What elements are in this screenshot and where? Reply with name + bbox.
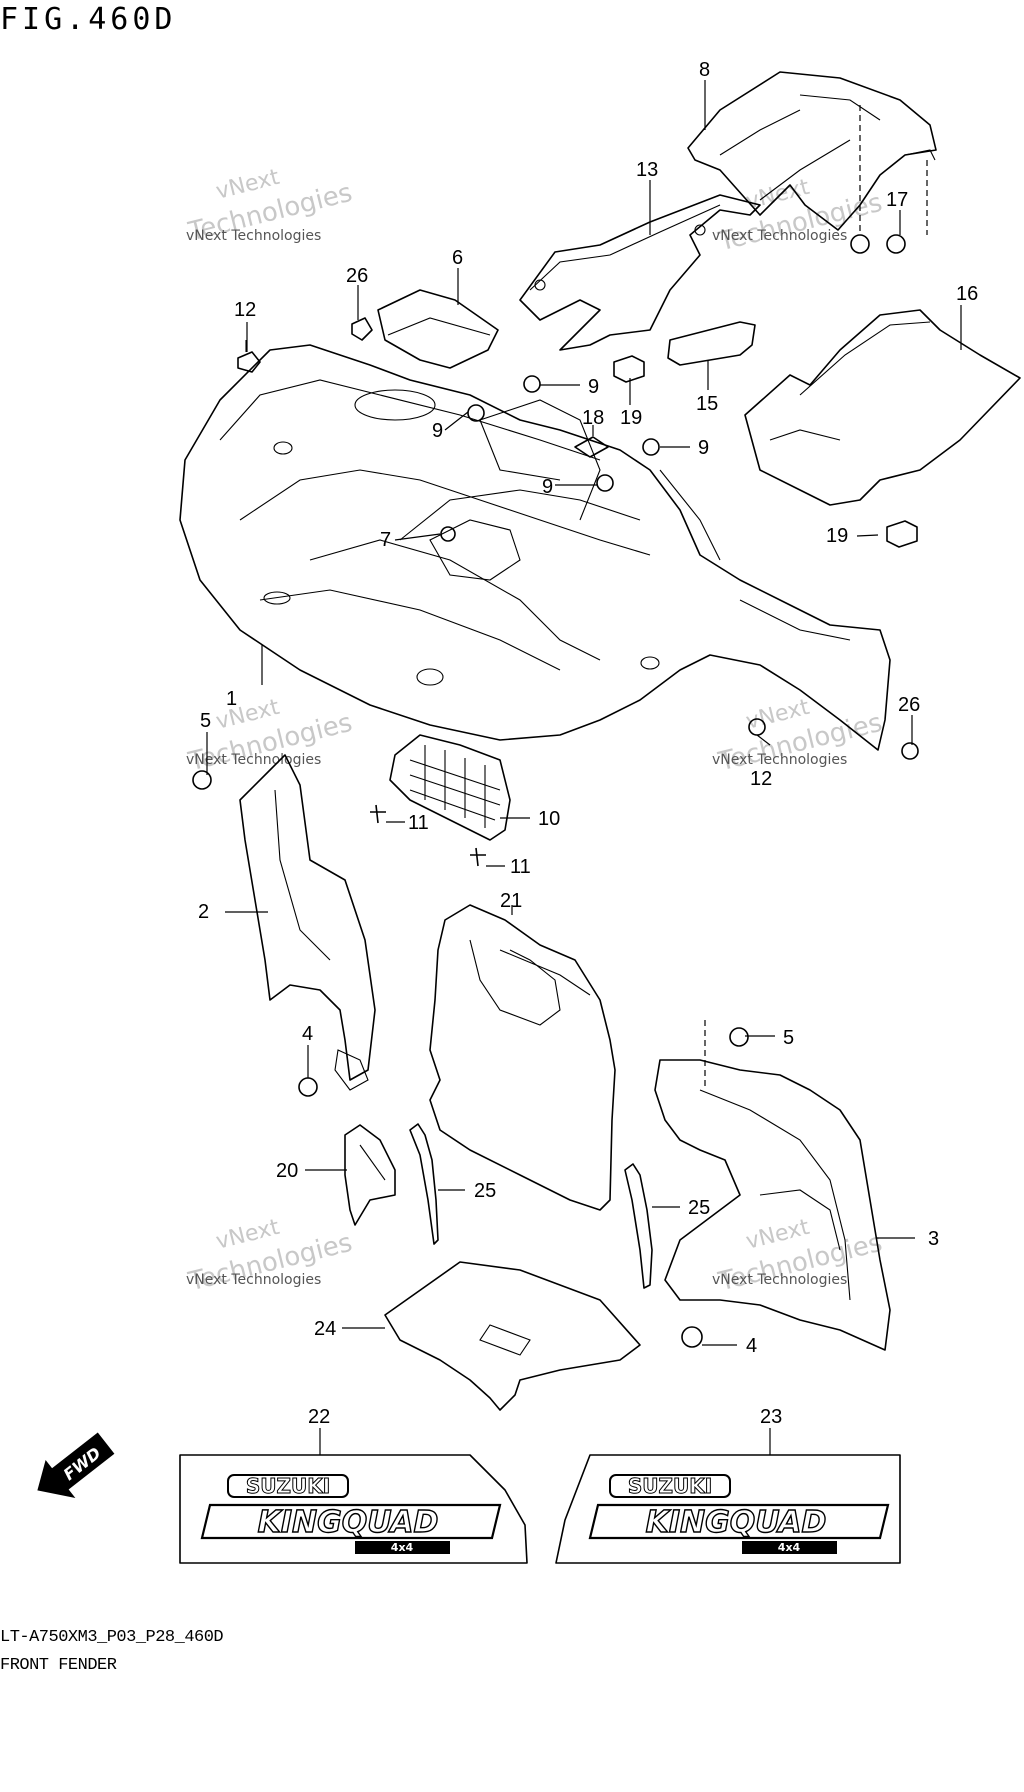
callout-22: 22 — [308, 1406, 330, 1428]
callout-9: 9 — [542, 476, 553, 498]
part-22-decal-left: SUZUKI KINGQUAD 4x4 — [179, 1454, 528, 1564]
watermark-text: vNext Technologies — [712, 752, 847, 768]
callout-26: 26 — [346, 265, 368, 287]
part-10-grille — [389, 734, 511, 841]
callout-4: 4 — [302, 1023, 313, 1045]
part-24-skid-plate — [384, 1261, 641, 1411]
decal-brand-text: SUZUKI — [628, 1474, 712, 1498]
part-6 — [377, 289, 499, 369]
callout-labels: 1 2 3 4 4 5 5 6 7 8 9 9 9 9 10 11 11 12 … — [198, 59, 978, 1428]
part-2-inner-fender-left — [239, 754, 376, 1091]
part-20 — [344, 1124, 396, 1226]
callout-7: 7 — [380, 529, 391, 551]
watermark-text: vNext Technologies — [712, 228, 847, 244]
part-3-inner-fender-right — [654, 1059, 891, 1351]
part-25-tie-wrap-left — [409, 1123, 439, 1245]
callout-25: 25 — [688, 1197, 710, 1219]
callout-leaders — [206, 80, 962, 1455]
part-25-tie-wrap-right — [624, 1163, 653, 1289]
callout-8: 8 — [699, 59, 710, 81]
model-code: LT-A750XM3_P03_P28_460D — [0, 1628, 224, 1647]
callout-19: 19 — [620, 407, 642, 429]
callout-6: 6 — [452, 247, 463, 269]
callout-5: 5 — [200, 710, 211, 732]
watermark-text: vNext Technologies — [186, 752, 321, 768]
callout-16: 16 — [956, 283, 978, 305]
callout-20: 20 — [276, 1160, 298, 1182]
part-15 — [667, 321, 756, 366]
callout-4: 4 — [746, 1335, 757, 1357]
figure-title: FIG.460D — [0, 2, 177, 37]
dashed-guides — [704, 105, 928, 1090]
callout-12: 12 — [234, 299, 256, 321]
callout-15: 15 — [696, 393, 718, 415]
part-19-lower — [886, 520, 918, 548]
callout-1: 1 — [226, 688, 237, 710]
callout-21: 21 — [500, 890, 522, 912]
decal-badge-text: 4x4 — [391, 1541, 414, 1554]
callout-5: 5 — [783, 1027, 794, 1049]
callout-13: 13 — [636, 159, 658, 181]
section-name: FRONT FENDER — [0, 1656, 117, 1675]
callout-12: 12 — [750, 768, 772, 790]
decal-brand-text: SUZUKI — [246, 1474, 330, 1498]
watermark-text: vNext Technologies — [712, 1272, 847, 1288]
part-1-front-fender — [179, 344, 891, 751]
callout-18: 18 — [582, 407, 604, 429]
callout-19: 19 — [826, 525, 848, 547]
part-8-front-cover — [687, 71, 937, 231]
part-19-upper — [613, 355, 645, 383]
watermark-text: vNext Technologies — [186, 1272, 321, 1288]
watermark-text: vNext Technologies — [186, 228, 321, 244]
part-16-side-panel — [744, 309, 1021, 506]
callout-9: 9 — [588, 376, 599, 398]
fasteners — [192, 234, 919, 1348]
callout-2: 2 — [198, 901, 209, 923]
callout-23: 23 — [760, 1406, 782, 1428]
part-21-splash-guard — [429, 904, 616, 1211]
decal-badge-text: 4x4 — [778, 1541, 801, 1554]
part-23-decal-right: SUZUKI KINGQUAD 4x4 — [555, 1454, 901, 1564]
part-18 — [574, 436, 609, 458]
callout-25: 25 — [474, 1180, 496, 1202]
callout-26: 26 — [898, 694, 920, 716]
callout-17: 17 — [886, 189, 908, 211]
callout-11: 11 — [510, 856, 531, 878]
callout-11: 11 — [408, 812, 429, 834]
callout-9: 9 — [698, 437, 709, 459]
decal-model-text: KINGQUAD — [258, 1505, 439, 1540]
callout-24: 24 — [314, 1318, 336, 1340]
callout-10: 10 — [538, 808, 560, 830]
callout-3: 3 — [928, 1228, 939, 1250]
fwd-arrow: FWD — [37, 1432, 115, 1499]
decal-model-text: KINGQUAD — [646, 1505, 827, 1540]
callout-9: 9 — [432, 420, 443, 442]
